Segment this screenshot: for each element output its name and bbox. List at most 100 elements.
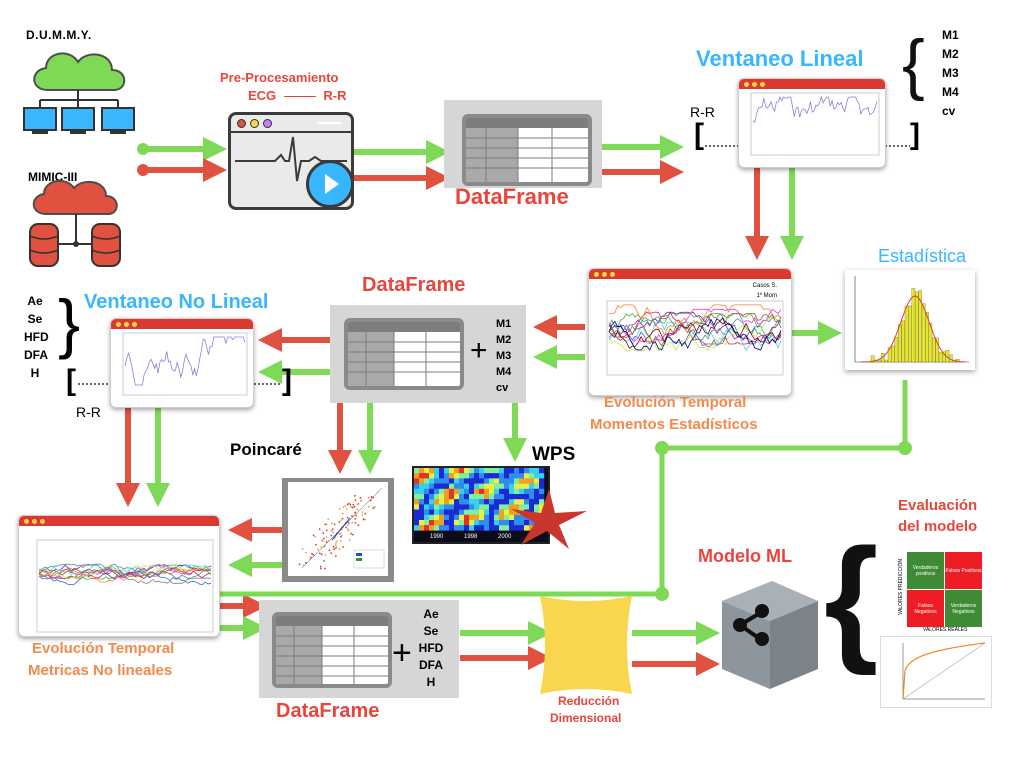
evolucion-momentos-plot <box>606 300 784 376</box>
poincare-point <box>314 543 317 546</box>
ecg-label: ECG <box>248 88 277 103</box>
ventaneo-lineal-window <box>738 78 886 168</box>
poincare-point <box>340 535 342 538</box>
histogram-bar <box>938 352 943 363</box>
vnl-items: Ae Se HFD DFA H <box>24 292 49 382</box>
histogram-bar <box>894 336 899 363</box>
poincare-point <box>373 505 376 508</box>
histogram-bar <box>918 290 922 363</box>
poincare-plot <box>288 482 388 576</box>
poincare-point <box>314 535 317 538</box>
poincare-point <box>328 539 330 542</box>
histogram-bar <box>887 347 892 363</box>
poincare-point <box>309 558 311 561</box>
poincare-point <box>336 540 338 543</box>
wps-title: WPS <box>532 444 576 465</box>
histogram-bar <box>884 359 888 363</box>
plus-middle: + <box>470 334 488 367</box>
poincare-point <box>351 506 354 509</box>
poincare-point <box>338 507 341 510</box>
bot-item-se: Se <box>423 624 439 638</box>
poincare-point <box>330 552 333 555</box>
poincare-point <box>305 561 308 564</box>
poincare-point <box>334 555 337 557</box>
cm-cell-fp: Falsos Positivos <box>945 552 982 589</box>
preprocessing-title: Pre-Procesamiento <box>220 70 339 85</box>
poincare-point <box>324 554 327 556</box>
histogram-bar <box>932 337 936 363</box>
metric-series-line <box>38 564 212 576</box>
evolucion-momentos-window: Casos S. 1º Mom <box>588 268 792 396</box>
poincare-point <box>354 514 357 517</box>
poincare-point <box>322 532 325 535</box>
ventaneo-lineal-plot <box>750 92 880 156</box>
evo-chart-header2: 1º Mom <box>756 293 777 299</box>
vl-item-cv: cv <box>942 104 956 118</box>
poincare-point <box>333 548 335 551</box>
modelo-ml-title: Modelo ML <box>698 546 792 566</box>
poincare-point <box>352 533 354 536</box>
poincare-point <box>338 548 341 551</box>
rr-series-line <box>752 95 878 123</box>
poincare-frame <box>282 478 394 582</box>
mid-item-m4: M4 <box>496 366 512 378</box>
poincare-point <box>341 534 343 537</box>
dataframe-top-table-icon <box>462 114 592 186</box>
cm-cell-tn: Verdaderos Negativos <box>945 590 982 627</box>
normal-fit-curve <box>860 295 966 363</box>
vnl-bracket-right: ] <box>282 364 292 397</box>
evo-momentos-line2: Momentos Estadísticos <box>590 416 758 433</box>
evolucion-metricas-window <box>18 515 220 637</box>
poincare-point <box>369 499 372 502</box>
reduccion-shape <box>540 596 632 694</box>
poincare-point <box>353 494 356 497</box>
poincare-point <box>311 552 313 555</box>
histogram-bar <box>898 324 902 363</box>
poincare-title: Poincaré <box>230 440 302 459</box>
mid-item-m1: M1 <box>496 318 512 330</box>
poincare-point <box>325 540 328 543</box>
poincare-point <box>330 522 333 525</box>
poincare-point <box>348 502 350 505</box>
poincare-point <box>347 524 349 527</box>
moment-series-line <box>608 316 782 348</box>
evo-momentos-line1: Evolución Temporal <box>604 394 747 411</box>
metric-series-line <box>38 568 212 578</box>
moment-series-line <box>608 317 782 351</box>
poincare-point <box>348 539 351 542</box>
poincare-point <box>320 546 323 549</box>
poincare-point <box>360 499 363 502</box>
wps-tick-label: 1990 <box>430 534 444 540</box>
histogram-bar <box>877 359 882 363</box>
reduccion-line2: Dimensional <box>550 711 622 725</box>
poincare-point <box>339 539 342 542</box>
poincare-point <box>323 559 325 562</box>
database-cloud-icon <box>29 179 121 267</box>
cm-axis-x: VALORES REALES <box>923 627 968 633</box>
vnl-item-hfd: HFD <box>24 330 49 344</box>
dataframe-bottom-label: DataFrame <box>276 700 380 722</box>
poincare-point <box>321 540 324 542</box>
histogram-bar <box>870 355 875 363</box>
poincare-point <box>353 514 355 517</box>
poincare-point <box>354 511 357 514</box>
share-icon <box>733 604 769 646</box>
poincare-point <box>335 546 338 549</box>
wps-tick-label: 2000 <box>498 534 512 540</box>
poincare-point <box>319 565 322 568</box>
poincare-point <box>324 567 326 570</box>
vl-bracket-right: ] <box>910 118 920 151</box>
vl-item-m1: M1 <box>942 28 959 42</box>
poincare-point <box>344 505 347 507</box>
poincare-point <box>340 519 343 522</box>
vl-item-m2: M2 <box>942 47 959 61</box>
histogram-bar <box>904 305 909 363</box>
play-icon <box>306 160 354 208</box>
poincare-point <box>328 549 331 552</box>
histogram-bar <box>928 323 933 363</box>
vl-bracket-left: [ <box>694 118 704 151</box>
rr-label: R-R <box>323 88 347 103</box>
evolucion-metricas-plot <box>36 539 214 633</box>
